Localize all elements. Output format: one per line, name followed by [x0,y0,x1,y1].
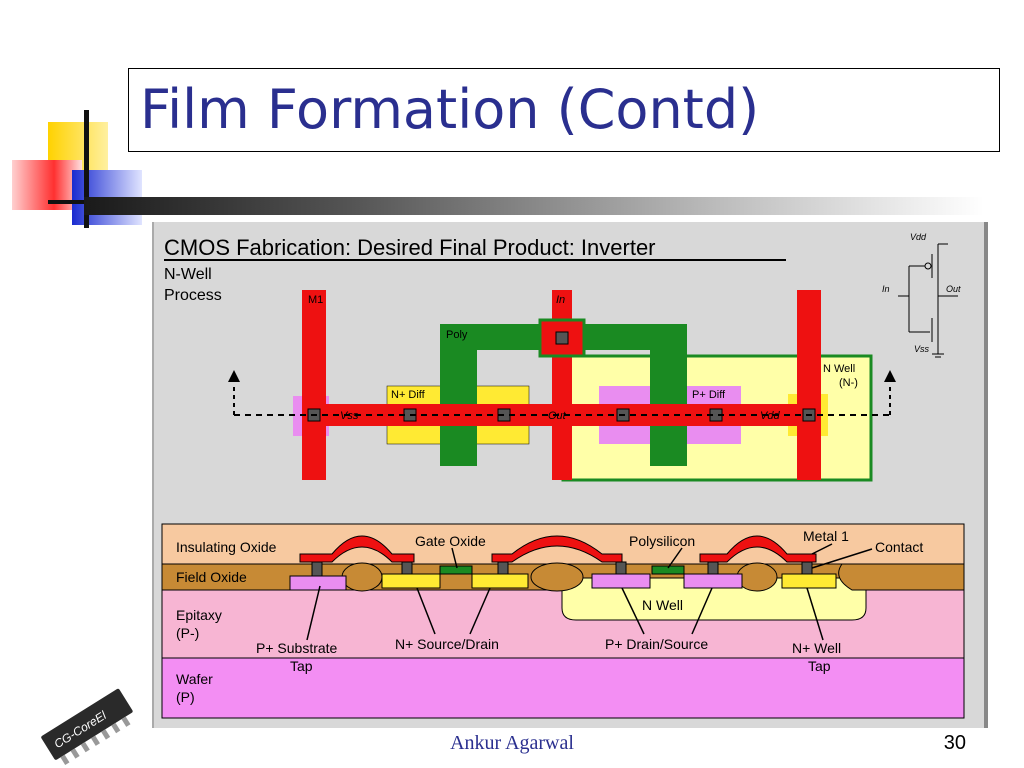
xs-n-source [381,573,441,589]
label-epitaxy-line1: Epitaxy [176,607,222,623]
title-box [128,68,1000,152]
xs-p-sub-tap [289,575,347,591]
xs-n-well-tap [781,573,837,589]
title-rule [84,197,984,215]
layout-in-label: In [556,294,565,306]
process-label-line2: Process [164,287,222,304]
layer-wafer [161,657,965,719]
label-p-substrate-tap-line2: Tap [290,658,313,674]
label-insulating-oxide: Insulating Oxide [176,539,277,555]
schematic-vdd-label: Vdd [910,232,927,242]
layout-m1-label: M1 [308,294,323,306]
figure-title: CMOS Fabrication: Desired Final Product:… [164,235,656,260]
xs-n-drain [471,573,529,589]
schematic-out-label: Out [946,284,961,294]
layout-n-well-label-line1: N Well [823,363,855,375]
slide-title: Film Formation (Contd) [140,78,760,141]
layout-vdd-rail [797,290,821,480]
label-wafer-line2: (P) [176,689,195,705]
label-polysilicon: Polysilicon [629,533,695,549]
xs-gate-nmos [439,565,473,575]
xs-metal-vss [299,535,415,563]
inverter-schematic [898,243,958,358]
cg-coreel-logo: CG-CoreEl [41,688,133,766]
corner-vertical-bar [84,110,89,228]
label-metal1: Metal 1 [803,528,849,544]
layout-vss-label: Vss [340,410,359,422]
cross-section: Insulating Oxide Field Oxide Epitaxy (P-… [161,523,965,719]
label-n-well: N Well [642,597,683,613]
logo-chip-body [41,688,133,760]
corner-horizontal-bar [48,200,108,204]
label-p-drain-source: P+ Drain/Source [605,636,708,652]
page-number: 30 [943,732,966,754]
contact-poly [555,331,569,345]
layout-vss-rail [302,290,326,480]
cmos-figure: CMOS Fabrication: Desired Final Product:… [152,222,988,728]
xs-metal-vdd [699,535,817,563]
process-label-line1: N-Well [164,266,212,283]
xs-gate-pmos [651,565,685,575]
label-epitaxy-line2: (P-) [176,625,199,641]
label-n-source-drain: N+ Source/Drain [395,636,499,652]
layout-poly-label: Poly [446,329,468,341]
label-n-well-tap-line2: Tap [808,658,831,674]
layout-n-well-label-line2: (N-) [839,377,858,389]
author-footer: Ankur Agarwal [450,732,574,754]
callout-arrows [306,543,873,641]
xs-p-source [683,573,743,589]
label-contact: Contact [875,539,923,555]
label-field-oxide: Field Oxide [176,569,247,585]
label-p-substrate-tap-line1: P+ Substrate [256,640,338,656]
schematic-vss-label: Vss [914,344,930,354]
layout-n-diff-label: N+ Diff [391,389,426,401]
layout-out-label: Out [548,410,567,422]
label-wafer-line1: Wafer [176,671,213,687]
schematic-in-label: In [882,284,890,294]
layout-vdd-label: Vdd [760,410,780,422]
label-n-well-tap-line1: N+ Well [792,640,841,656]
layout-poly [440,324,687,466]
layout-p-diff-label: P+ Diff [692,389,726,401]
label-gate-oxide: Gate Oxide [415,533,486,549]
xs-p-drain [591,573,651,589]
